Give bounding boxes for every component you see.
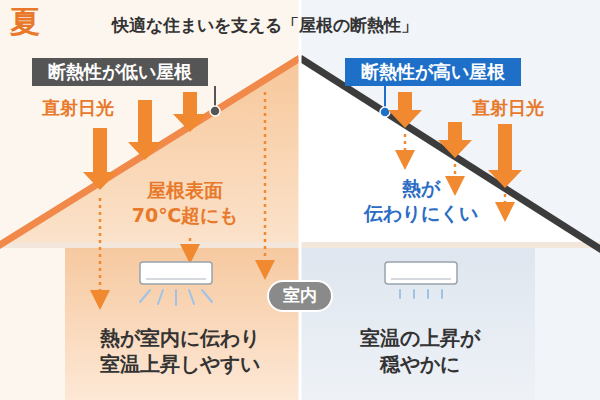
result-note: 熱が室内に伝わり 室温上昇しやすい xyxy=(90,325,270,377)
box-text: 室内 xyxy=(269,285,331,305)
heat-note: 熱が 伝わりにくい xyxy=(354,176,487,225)
sunlight-label: 直射日光 xyxy=(42,96,114,119)
sunlight-label: 直射日光 xyxy=(472,96,544,119)
room-pill: 室内 xyxy=(267,280,333,312)
roof-label-box: 断熱性が高い屋根 xyxy=(345,58,521,86)
title: 快適な住まいを支える「屋根の断熱性」 xyxy=(112,14,418,36)
roof-label-box: 断熱性が低い屋根 xyxy=(32,58,208,86)
roof-temp-note: 屋根表面 70℃超にも xyxy=(128,178,242,227)
box-text: 断熱性が高い屋根 xyxy=(345,61,521,83)
box-text: 断熱性が低い屋根 xyxy=(32,61,208,83)
result-note: 室温の上昇が 穏やかに xyxy=(350,325,490,377)
season-mark: 夏 xyxy=(10,2,40,41)
